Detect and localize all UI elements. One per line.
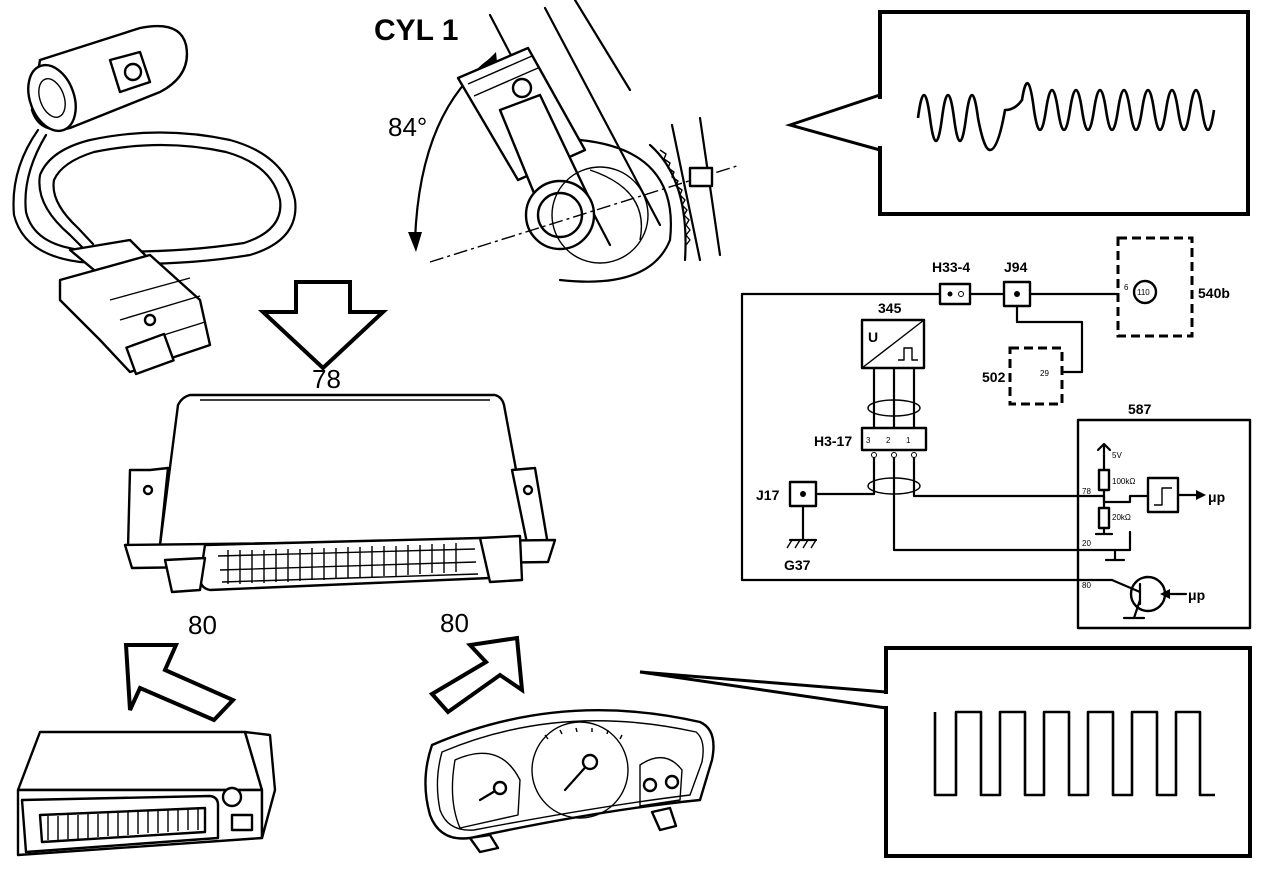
- component-502-label: 502: [982, 369, 1006, 385]
- pin-3-label: 3: [866, 436, 871, 445]
- component-110-label: 110: [1137, 288, 1150, 297]
- pin-80-label: 80: [1082, 581, 1091, 590]
- schmitt-trigger: [1146, 476, 1180, 514]
- left-arrow-number: 80: [188, 610, 217, 640]
- splice-j94-label: J94: [1004, 259, 1028, 275]
- arrow-to-instrument-cluster: [428, 635, 525, 715]
- microprocessor-output-label: μp: [1208, 489, 1225, 505]
- right-arrow-number: 80: [440, 608, 469, 638]
- connector-h33-4: [938, 282, 972, 306]
- component-540b-label: 540b: [1198, 285, 1230, 301]
- pin-29-label: 29: [1040, 369, 1049, 378]
- angle-label: 84°: [388, 112, 427, 142]
- sensor-waveform-box: [878, 10, 1250, 216]
- pin-6-label: 6: [1124, 283, 1129, 292]
- component-502: [1008, 346, 1064, 406]
- pin-2-label: 2: [886, 436, 891, 445]
- crankshaft-sensor-illustration: [12, 24, 297, 376]
- instrument-cluster-illustration: [424, 709, 715, 854]
- wiring-schematic: H33-4 J94 6 110 540b 502 29 345 U H3-17 …: [740, 236, 1252, 630]
- ecu-number: 78: [312, 364, 341, 394]
- resistor-100k-label: 100kΩ: [1112, 477, 1135, 486]
- module-587-label: 587: [1128, 401, 1152, 417]
- component-345-label: 345: [878, 300, 902, 316]
- pin-78-label: 78: [1082, 487, 1091, 496]
- sinusoidal-waveform: [916, 82, 1216, 152]
- connector-h3-17: [860, 426, 928, 452]
- ground-g37-label: G37: [784, 557, 811, 573]
- connector-h3-17-label: H3-17: [814, 433, 852, 449]
- ecu-output-waveform-callout: [639, 646, 1252, 858]
- sensor-waveform-callout: [784, 10, 1250, 216]
- pin-20-label: 20: [1082, 539, 1091, 548]
- square-waveform: [933, 710, 1215, 797]
- resistor-20k-label: 20kΩ: [1112, 513, 1131, 522]
- output-transistor: [1129, 575, 1167, 613]
- control-module-illustration: [16, 730, 277, 857]
- microprocessor-input-label: μp: [1188, 587, 1205, 603]
- cyl-label: CYL 1: [374, 14, 458, 47]
- converter-u-symbol: U: [868, 329, 878, 345]
- splice-j17-label: J17: [756, 487, 780, 503]
- arrow-to-ecu: [257, 280, 389, 371]
- arrow-to-control-module: [123, 643, 237, 723]
- ecu-78-illustration: [123, 393, 557, 594]
- pin-1-label: 1: [906, 436, 911, 445]
- connector-h33-4-label: H33-4: [932, 259, 970, 275]
- supply-5v-label: 5V: [1112, 451, 1122, 460]
- cylinder-piston-illustration: CYL 1 84°: [374, 0, 741, 283]
